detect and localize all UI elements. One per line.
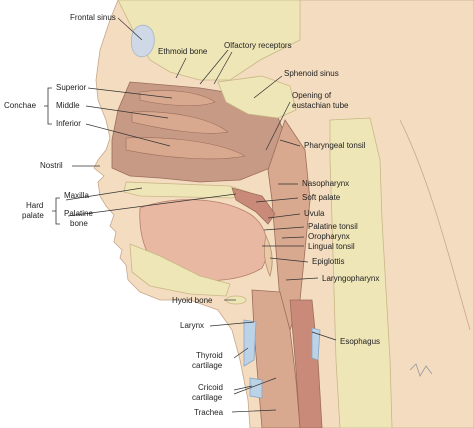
hard-palate-brace [52,197,60,225]
label-thyroid-cartilage-line2: cartilage [192,361,223,370]
leader-cricoid-2 [233,377,277,395]
label-opening-eustachian-line1: Opening of [292,91,332,100]
label-uvula: Uvula [304,209,325,218]
middle-concha [131,111,229,134]
leader-frontal-sinus [117,17,143,41]
leader-olfactory-2 [213,51,233,85]
conchae-brace [44,87,52,125]
label-trachea: Trachea [194,408,224,417]
labels: Frontal sinus Ethmoid bone Olfactory rec… [4,13,380,417]
leader-cricoid-1 [233,385,253,391]
leader-palatine-bone [67,193,237,217]
leader-ethmoid-bone [175,57,187,79]
label-cricoid-cartilage-line2: cartilage [192,393,223,402]
label-hard-palate-line2: palate [22,211,44,220]
label-maxilla: Maxilla [64,191,89,200]
leader-eustachian [265,101,291,151]
artist-signature [409,363,433,377]
leader-epiglottis [269,257,309,263]
thyroid-cartilage-shape [243,319,257,367]
label-palatine-tonsil: Palatine tonsil [308,222,358,231]
leader-olfactory-1 [199,49,229,85]
posterior-cartilage-shape [311,327,321,361]
anatomy-illustration [93,0,474,428]
leader-esophagus [311,331,337,341]
leader-trachea [231,409,277,413]
leader-pharyngeal-tonsil [279,139,301,147]
leader-palatine-tonsil [263,226,305,231]
label-sphenoid-sinus: Sphenoid sinus [284,69,339,78]
label-superior: Superior [56,83,87,92]
label-nasopharynx: Nasopharynx [302,179,349,188]
label-hyoid-bone: Hyoid bone [172,296,213,305]
label-middle: Middle [56,101,80,110]
label-laryngopharynx: Laryngopharynx [322,274,379,283]
label-opening-eustachian-line2: eustachian tube [292,101,349,110]
leader-laryngopharynx [285,277,319,281]
leader-soft-palate [255,197,299,203]
leader-superior [87,87,173,99]
frontal-sinus-shape [130,24,155,58]
label-palatine-bone-line2: bone [70,219,88,228]
leader-sphenoid-sinus [253,75,283,99]
leader-lines [44,17,337,413]
label-esophagus: Esophagus [340,337,380,346]
label-soft-palate: Soft palate [302,193,341,202]
label-lingual-tonsil: Lingual tonsil [308,242,355,251]
superior-concha [139,90,216,106]
label-olfactory-receptors: Olfactory receptors [224,41,292,50]
label-palatine-bone-line1: Palatine [64,209,93,218]
soft-palate-shape [231,187,276,225]
leader-inferior [85,123,171,147]
leader-uvula [267,213,301,219]
label-ethmoid-bone: Ethmoid bone [158,47,208,56]
leader-oropharynx [281,236,305,239]
label-nostril: Nostril [40,161,63,170]
leader-middle [85,105,169,119]
label-epiglottis: Epiglottis [312,257,344,266]
leader-maxilla [65,187,143,201]
hard-palate-bone [123,181,250,199]
label-frontal-sinus: Frontal sinus [70,13,116,22]
larynx-trachea [251,289,301,428]
label-conchae: Conchae [4,101,37,110]
leader-thyroid-cartilage [233,347,249,359]
label-larynx: Larynx [180,321,204,330]
cervical-spine [329,117,393,428]
neck-contour [399,119,471,331]
label-hard-palate-line1: Hard [26,201,43,210]
label-thyroid-cartilage-line1: Thyroid [196,351,223,360]
inferior-concha [125,137,246,160]
label-cricoid-cartilage-line1: Cricoid [198,383,223,392]
leader-larynx [209,321,255,327]
mandible [129,243,231,297]
sphenoid-sinus-shape [217,75,297,119]
cricoid-cartilage-shape [249,377,263,399]
label-pharyngeal-tonsil: Pharyngeal tonsil [304,141,366,150]
label-oropharynx: Oropharynx [308,232,350,241]
label-inferior: Inferior [56,119,81,128]
